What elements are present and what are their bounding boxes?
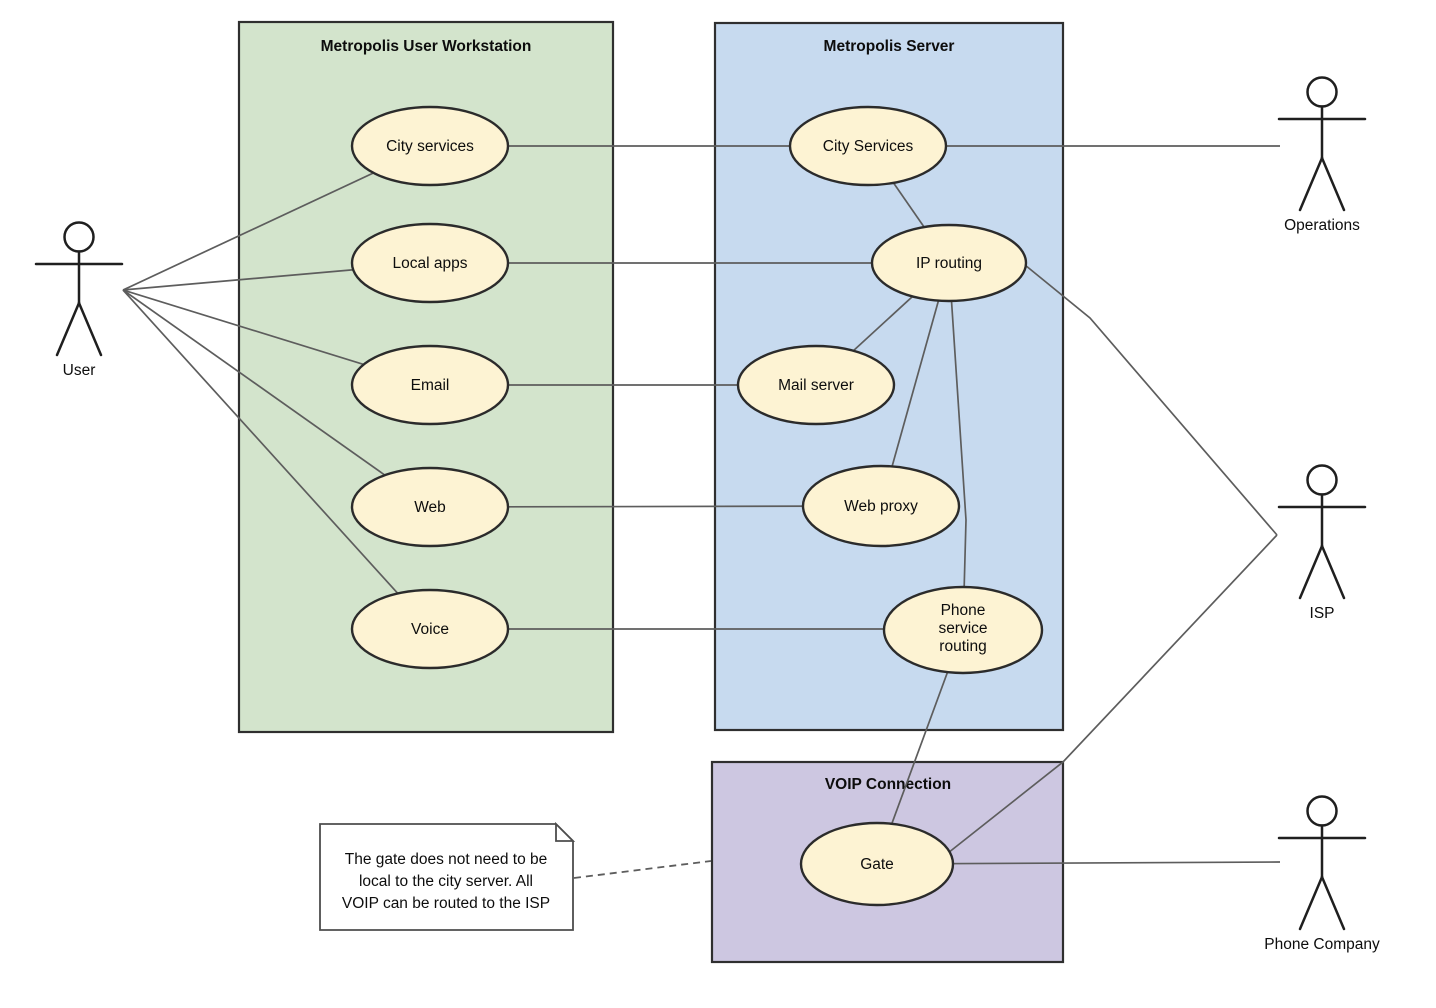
- actor-leg-right: [77, 301, 103, 357]
- actor-leg-left: [1298, 875, 1324, 931]
- usecase-city-services-server: [788, 105, 948, 187]
- usecase-email: [350, 344, 510, 426]
- usecase-phone-service-routing: [882, 585, 1044, 675]
- actor-user: User: [34, 221, 124, 379]
- usecase-label: Mail server: [778, 377, 854, 394]
- actor-leg-left: [1298, 544, 1324, 600]
- usecase-label: City Services: [823, 138, 914, 155]
- package-title-voip: VOIP Connection: [825, 776, 951, 793]
- note-text-line: The gate does not need to be: [345, 851, 548, 868]
- usecase-label: Email: [411, 377, 450, 394]
- usecase-web-proxy: [801, 464, 961, 548]
- usecase-label: Web: [414, 499, 446, 516]
- note-text-line: VOIP can be routed to the ISP: [342, 895, 550, 912]
- usecase-mail-server: [736, 344, 896, 426]
- usecase-web: [350, 466, 510, 548]
- actor-leg-left: [1298, 156, 1324, 212]
- edge-gate-isp: [947, 534, 1278, 854]
- usecase-ip-routing: [870, 223, 1028, 303]
- actor-operations: Operations: [1277, 76, 1367, 234]
- usecase-label: City services: [386, 138, 474, 155]
- usecase-label: Local apps: [393, 255, 468, 272]
- usecase-voice: [350, 588, 510, 670]
- actor-head: [1306, 76, 1338, 108]
- note: [319, 823, 574, 931]
- actor-label: Operations: [1284, 217, 1360, 234]
- package-title-server: Metropolis Server: [824, 38, 955, 55]
- actor-leg-right: [1320, 156, 1346, 212]
- usecase-label: Voice: [411, 621, 449, 638]
- actor-leg-right: [1320, 544, 1346, 600]
- note-fold-corner: [555, 821, 576, 842]
- actor-label: Phone Company: [1264, 936, 1380, 953]
- actor-head: [63, 221, 95, 253]
- actor-phone-company: Phone Company: [1264, 795, 1380, 953]
- package-title-workstation: Metropolis User Workstation: [321, 38, 532, 55]
- usecase-label: Gate: [860, 856, 894, 873]
- usecase-local-apps: [350, 222, 510, 304]
- actor-isp: ISP: [1277, 464, 1367, 622]
- usecase-label: routing: [939, 638, 986, 655]
- edge-iprouting-isp: [1024, 264, 1278, 536]
- actor-label: ISP: [1310, 605, 1335, 622]
- usecase-city-services-workstation: [350, 105, 510, 187]
- edge-user-voice: [122, 289, 431, 630]
- actor-label: User: [63, 362, 96, 379]
- usecase-label: service: [938, 620, 987, 637]
- usecase-gate: [799, 821, 955, 907]
- actor-leg-left: [55, 301, 81, 357]
- usecase-label: Phone: [941, 602, 986, 619]
- actor-head: [1306, 464, 1338, 496]
- actor-head: [1306, 795, 1338, 827]
- actor-leg-right: [1320, 875, 1346, 931]
- usecase-label: Web proxy: [844, 498, 918, 515]
- edge-user-web: [122, 289, 431, 508]
- usecase-label: IP routing: [916, 255, 982, 272]
- note-text-line: local to the city server. All: [359, 873, 533, 890]
- note-connector: [573, 860, 712, 879]
